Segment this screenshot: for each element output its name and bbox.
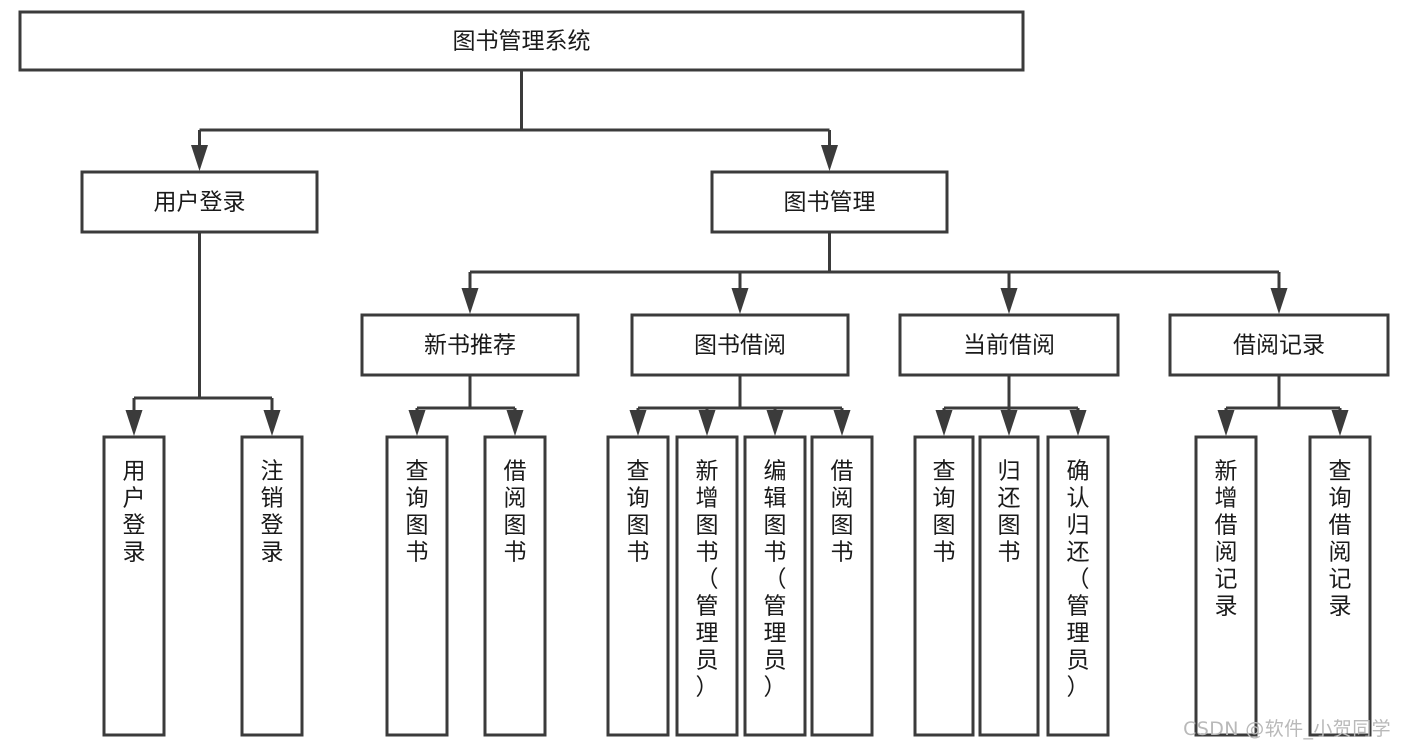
node-box-leaf-borrow-book-rec[interactable]: [483, 435, 547, 737]
node-box-leaf-borrow-book[interactable]: [810, 435, 874, 737]
node-box-leaf-edit-book[interactable]: [743, 435, 807, 737]
node-box-leaf-add-record[interactable]: [1194, 435, 1258, 737]
connector-layer: [125, 70, 1349, 436]
node-leaf-confirm-return[interactable]: 确认归还（管理员）: [1046, 435, 1110, 737]
node-label-current-borrow: 当前借阅: [963, 333, 1055, 359]
node-label-leaf-query-book-cur: 查询图书: [933, 459, 956, 566]
node-leaf-return-book[interactable]: 归还图书: [978, 435, 1040, 737]
connector-group-book-manage: [461, 232, 1288, 314]
node-box-borrow-record[interactable]: [1168, 313, 1390, 377]
node-user-login[interactable]: 用户登录: [80, 170, 319, 234]
node-label-leaf-edit-book: 编辑图书（管理员）: [764, 459, 787, 701]
node-layer: 图书管理系统用户登录图书管理新书推荐图书借阅当前借阅借阅记录用户登录注销登录查询…: [18, 10, 1390, 737]
node-label-leaf-return-book: 归还图书: [998, 459, 1021, 566]
node-label-leaf-borrow-book: 借阅图书: [831, 459, 854, 566]
connector-group-new-book-recommend: [408, 375, 524, 436]
node-book-manage[interactable]: 图书管理: [710, 170, 949, 234]
node-label-book-borrow: 图书借阅: [694, 333, 786, 359]
node-leaf-borrow-book-rec[interactable]: 借阅图书: [483, 435, 547, 737]
node-label-book-manage: 图书管理: [784, 190, 876, 216]
node-label-leaf-confirm-return: 确认归还（管理员）: [1067, 459, 1090, 701]
node-label-leaf-add-record: 新增借阅记录: [1215, 459, 1238, 620]
node-leaf-query-book-borrow[interactable]: 查询图书: [606, 435, 670, 737]
node-box-leaf-query-book-rec[interactable]: [385, 435, 449, 737]
node-label-borrow-record: 借阅记录: [1233, 333, 1325, 359]
node-box-user-login[interactable]: [80, 170, 319, 234]
node-label-leaf-query-book-borrow: 查询图书: [627, 459, 650, 566]
node-borrow-record[interactable]: 借阅记录: [1168, 313, 1390, 377]
node-box-leaf-user-login[interactable]: [102, 435, 166, 737]
node-box-leaf-confirm-return[interactable]: [1046, 435, 1110, 737]
node-box-leaf-query-book-borrow[interactable]: [606, 435, 670, 737]
node-label-leaf-query-record: 查询借阅记录: [1329, 459, 1352, 620]
node-box-leaf-query-book-cur[interactable]: [913, 435, 975, 737]
node-box-new-book-recommend[interactable]: [360, 313, 580, 377]
node-leaf-add-record[interactable]: 新增借阅记录: [1194, 435, 1258, 737]
node-new-book-recommend[interactable]: 新书推荐: [360, 313, 580, 377]
node-leaf-logout[interactable]: 注销登录: [240, 435, 304, 737]
node-leaf-user-login[interactable]: 用户登录: [102, 435, 166, 737]
connector-group-borrow-record: [1217, 375, 1349, 436]
node-label-leaf-add-book: 新增图书（管理员）: [696, 459, 719, 701]
node-box-leaf-add-book[interactable]: [675, 435, 739, 737]
node-box-book-borrow[interactable]: [630, 313, 850, 377]
node-box-current-borrow[interactable]: [898, 313, 1120, 377]
node-box-leaf-query-record[interactable]: [1308, 435, 1372, 737]
node-root[interactable]: 图书管理系统: [18, 10, 1025, 72]
node-label-user-login: 用户登录: [154, 190, 246, 216]
node-leaf-query-book-cur[interactable]: 查询图书: [913, 435, 975, 737]
node-label-root: 图书管理系统: [453, 29, 591, 55]
connector-group-current-borrow: [935, 375, 1087, 436]
node-current-borrow[interactable]: 当前借阅: [898, 313, 1120, 377]
node-label-leaf-user-login: 用户登录: [123, 459, 146, 566]
node-label-leaf-query-book-rec: 查询图书: [406, 459, 429, 566]
connector-group-user-login: [125, 232, 281, 436]
node-label-leaf-logout: 注销登录: [261, 459, 284, 566]
node-leaf-add-book[interactable]: 新增图书（管理员）: [675, 435, 739, 737]
node-box-book-manage[interactable]: [710, 170, 949, 234]
node-leaf-edit-book[interactable]: 编辑图书（管理员）: [743, 435, 807, 737]
connector-group-book-borrow: [629, 375, 851, 436]
node-leaf-query-record[interactable]: 查询借阅记录: [1308, 435, 1372, 737]
node-label-leaf-borrow-book-rec: 借阅图书: [504, 459, 527, 566]
node-box-root[interactable]: [18, 10, 1025, 72]
node-leaf-borrow-book[interactable]: 借阅图书: [810, 435, 874, 737]
node-box-leaf-logout[interactable]: [240, 435, 304, 737]
connector-group-root: [191, 70, 838, 171]
node-box-leaf-return-book[interactable]: [978, 435, 1040, 737]
node-leaf-query-book-rec[interactable]: 查询图书: [385, 435, 449, 737]
csdn-watermark: CSDN @软件_小贺同学: [1183, 718, 1391, 740]
node-label-new-book-recommend: 新书推荐: [424, 333, 516, 359]
node-book-borrow[interactable]: 图书借阅: [630, 313, 850, 377]
